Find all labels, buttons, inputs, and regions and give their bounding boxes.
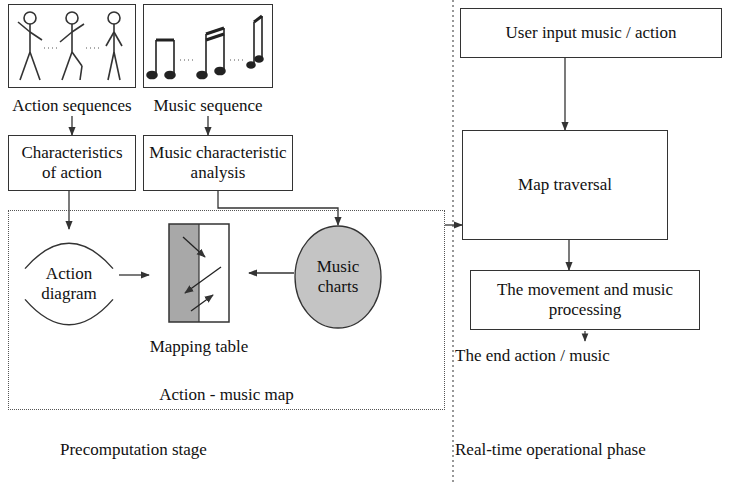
connector-arrow [249,272,294,273]
node-label: Action - music map [9,385,444,405]
connector-arrow [564,58,565,130]
node-label: Characteristics of action [14,143,130,182]
node-label: Music charts [307,257,369,296]
node-label: Music characteristic analysis [149,143,287,182]
phase-separator [452,0,454,483]
connector-arrow [568,240,569,270]
node-label: Action sequences [12,96,131,116]
node-label: User input music / action [506,23,677,43]
ellipse-shape: Music charts [294,225,382,329]
process-box: Music characteristic analysis [143,135,293,191]
sequence-dots [44,48,246,60]
node-label: Action diagram [34,264,104,303]
arc-shape: Action diagram [19,229,119,339]
process-box: The movement and music processing [470,270,700,330]
node-label: Mapping table [150,337,249,357]
sequence-panel: Action sequences [8,4,136,116]
node-label: Music sequence [153,96,262,116]
music-notes [147,16,263,79]
stick-figures [18,12,122,80]
stage-region: Action - music map Action diagramMapping … [8,210,445,410]
connector-arrow [218,191,338,225]
phase-label: Precomputation stage [60,440,207,460]
end-arrow [584,331,585,341]
process-box: Map traversal [462,130,668,240]
node-label: The movement and music processing [476,280,694,319]
process-box: Characteristics of action [8,135,136,191]
picture-frame [143,4,273,88]
process-box: User input music / action [460,8,722,58]
phase-label: Real-time operational phase [455,440,646,460]
picture-frame [8,4,136,88]
node-label: Map traversal [518,175,612,195]
node-outline [149,223,249,327]
connector-arrow [119,274,149,275]
connector-arrow [207,116,208,135]
output-label: The end action / music [455,346,610,366]
connector-arrow [71,116,72,135]
mapping-table: Mapping table [149,223,249,357]
connector-arrow [445,224,462,225]
sequence-panel: Music sequence [143,4,273,116]
